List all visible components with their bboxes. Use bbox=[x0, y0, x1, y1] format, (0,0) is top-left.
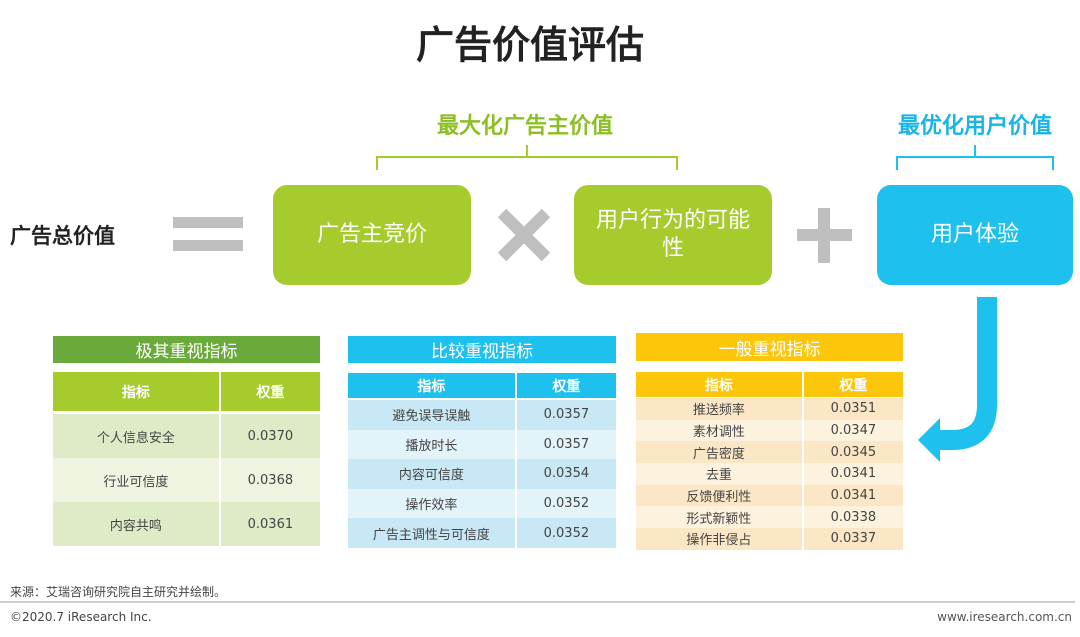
header-indicator: 指标 bbox=[53, 372, 221, 411]
weight-cell: 0.0347 bbox=[830, 423, 877, 439]
weight-cell: 0.0341 bbox=[830, 466, 877, 482]
weight-cell: 0.0354 bbox=[543, 466, 590, 482]
indicator-cell: 播放时长 bbox=[348, 429, 517, 460]
advertiser-bid-box: 广告主竞价 bbox=[273, 185, 471, 285]
advertiser-value-label: 最大化广告主价值 bbox=[436, 114, 613, 139]
header-weight: 权重 bbox=[552, 378, 581, 395]
table-title: 比较重视指标 bbox=[348, 336, 616, 363]
header-weight: 权重 bbox=[256, 384, 285, 401]
blue-bracket bbox=[896, 145, 1054, 170]
weight-cell: 0.0345 bbox=[830, 444, 877, 460]
table-row: 播放时长 0.0357 bbox=[348, 429, 616, 460]
table-row: 操作效率 0.0352 bbox=[348, 488, 616, 519]
indicator-cell: 内容共鸣 bbox=[53, 502, 221, 546]
indicator-cell: 形式新颖性 bbox=[636, 506, 804, 529]
header-indicator: 指标 bbox=[636, 372, 804, 397]
indicator-cell: 广告密度 bbox=[636, 441, 804, 464]
source-note: 来源：艾瑞咨询研究院自主研究并绘制。 bbox=[10, 585, 227, 599]
weight-cell: 0.0361 bbox=[247, 516, 294, 532]
indicator-cell: 推送频率 bbox=[636, 398, 804, 420]
weight-cell: 0.0357 bbox=[543, 436, 590, 452]
table-title: 一般重视指标 bbox=[636, 333, 903, 361]
table-row: 广告密度 0.0345 bbox=[636, 441, 903, 464]
indicator-cell: 素材调性 bbox=[636, 419, 804, 442]
indicator-cell: 去重 bbox=[636, 463, 804, 485]
plus-icon bbox=[797, 208, 852, 263]
header-weight: 权重 bbox=[839, 377, 868, 394]
table-row: 操作非侵占 0.0337 bbox=[636, 528, 903, 550]
indicator-cell: 反馈便利性 bbox=[636, 484, 804, 507]
indicator-cell: 操作非侵占 bbox=[636, 528, 804, 550]
table-row: 内容共鸣 0.0361 bbox=[53, 502, 320, 546]
weight-cell: 0.0337 bbox=[830, 531, 877, 547]
indicator-cell: 广告主调性与可信度 bbox=[348, 518, 517, 548]
table-row: 推送频率 0.0351 bbox=[636, 398, 903, 420]
table-high-priority: 极其重视指标 指标 权重 个人信息安全 0.0370 行业可信度 0.0368 内容共鸣 0… bbox=[53, 336, 320, 546]
equals-icon bbox=[173, 217, 243, 251]
table-row: 个人信息安全 0.0370 bbox=[53, 414, 320, 458]
green-bracket bbox=[376, 145, 678, 170]
user-value-label: 最优化用户价值 bbox=[897, 114, 1052, 139]
table-row: 去重 0.0341 bbox=[636, 463, 903, 485]
weight-cell: 0.0338 bbox=[830, 509, 877, 525]
indicator-cell: 行业可信度 bbox=[53, 458, 221, 502]
weight-cell: 0.0370 bbox=[247, 428, 294, 444]
table-row: 避免误导误触 0.0357 bbox=[348, 400, 616, 430]
table-row: 广告主调性与可信度 0.0352 bbox=[348, 518, 616, 548]
table-row: 素材调性 0.0347 bbox=[636, 419, 903, 442]
arrow-icon bbox=[918, 297, 997, 462]
table-title: 极其重视指标 bbox=[53, 336, 320, 363]
header-indicator: 指标 bbox=[348, 373, 517, 398]
page-title: 广告价值评估 bbox=[415, 23, 644, 67]
indicator-cell: 操作效率 bbox=[348, 488, 517, 519]
website: www.iresearch.com.cn bbox=[937, 610, 1072, 624]
table-medium-priority: 比较重视指标 指标 权重 避免误导误触 0.0357 播放时长 0.0357 内容可信度 0… bbox=[348, 336, 616, 548]
user-behavior-box: 用户行为的可能性 bbox=[574, 185, 772, 285]
total-value-label: 广告总价值 bbox=[10, 224, 115, 248]
multiply-icon bbox=[497, 208, 551, 262]
weight-cell: 0.0352 bbox=[543, 525, 590, 541]
indicator-cell: 内容可信度 bbox=[348, 459, 517, 489]
weight-cell: 0.0341 bbox=[830, 488, 877, 504]
table-row: 内容可信度 0.0354 bbox=[348, 459, 616, 489]
indicator-cell: 避免误导误触 bbox=[348, 400, 517, 430]
table-row: 形式新颖性 0.0338 bbox=[636, 506, 903, 529]
user-experience-box: 用户体验 bbox=[877, 185, 1073, 285]
weight-cell: 0.0368 bbox=[247, 472, 294, 488]
table-row: 行业可信度 0.0368 bbox=[53, 458, 320, 502]
table-general-priority: 一般重视指标 指标 权重 推送频率 0.0351 素材调性 0.0347 广告密度 0.03… bbox=[636, 333, 903, 550]
weight-cell: 0.0352 bbox=[543, 496, 590, 512]
indicator-cell: 个人信息安全 bbox=[53, 414, 221, 458]
copyright: ©2020.7 iResearch Inc. bbox=[10, 610, 152, 624]
table-row: 反馈便利性 0.0341 bbox=[636, 484, 903, 507]
weight-cell: 0.0357 bbox=[543, 407, 590, 423]
weight-cell: 0.0351 bbox=[830, 401, 877, 417]
